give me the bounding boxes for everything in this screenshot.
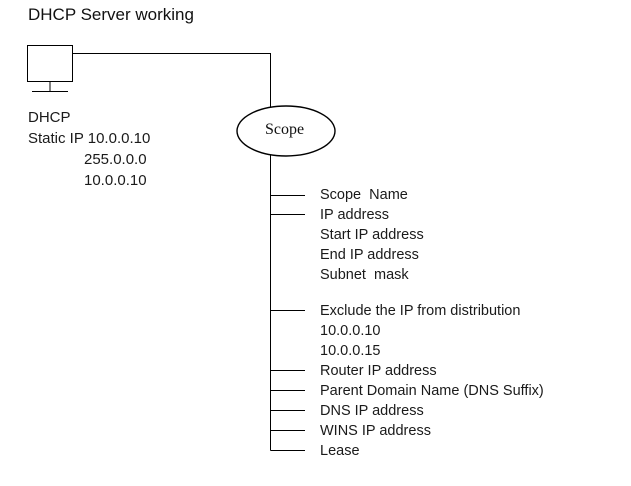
branch-label-exclude-end-ip: 10.0.0.15 [320,343,381,359]
branch-label-exclude-ip: Exclude the IP from distribution [320,303,521,319]
branch-label-subnet-mask: Subnet mask [320,267,409,283]
computer-monitor-icon [26,44,74,83]
branch-label-start-ip-address: Start IP address [320,227,424,243]
branch-label-dns-ip: DNS IP address [320,403,424,419]
branch-label-lease: Lease [320,443,360,459]
branch-label-scope-name: Scope Name [320,187,408,203]
server-gateway: 10.0.0.10 [84,172,147,189]
diagram-title: DHCP Server working [28,5,194,24]
server-subnet-mask: 255.0.0.0 [84,151,147,168]
server-static-ip: Static IP 10.0.0.10 [28,130,151,147]
branch-label-wins-ip: WINS IP address [320,423,431,439]
scope-node-label: Scope [265,121,305,138]
branch-label-parent-domain: Parent Domain Name (DNS Suffix) [320,383,544,399]
branch-label-end-ip-address: End IP address [320,247,419,263]
branch-label-exclude-start-ip: 10.0.0.10 [320,323,381,339]
scope-ellipse [236,105,336,157]
server-label: DHCP [28,109,71,126]
branch-label-ip-address: IP address [320,207,390,223]
branch-label-router-ip: Router IP address [320,363,437,379]
